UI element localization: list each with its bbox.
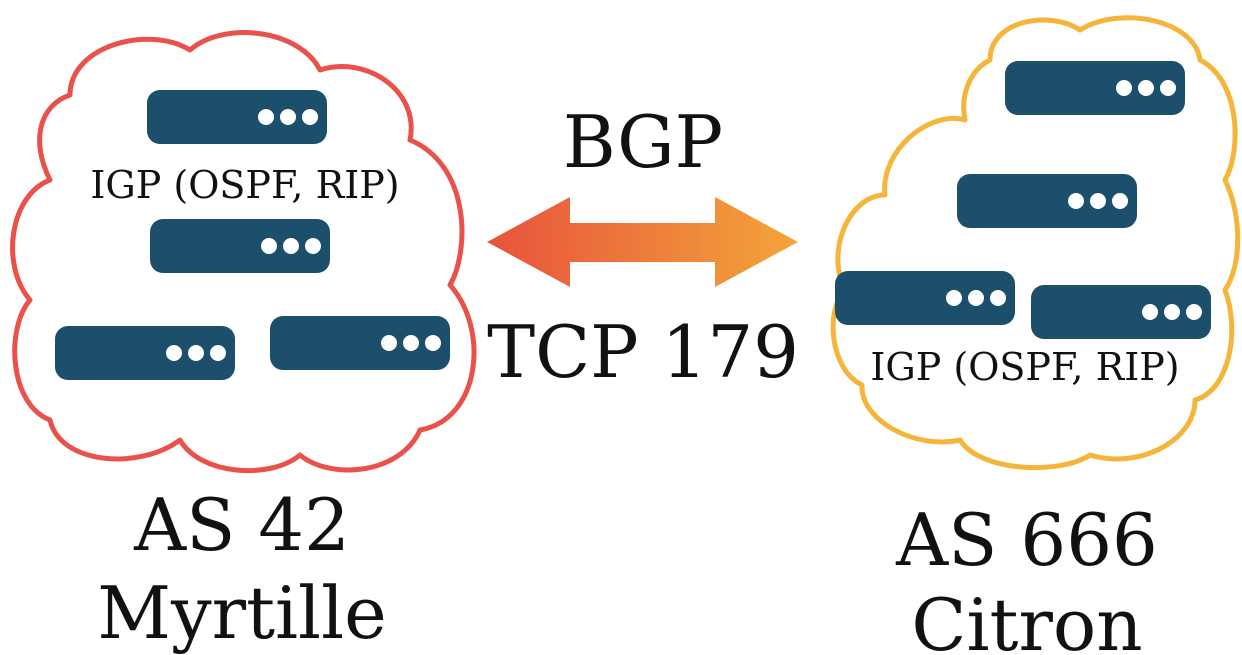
left-router-icon-4 [270, 316, 450, 370]
left-router-icon-3 [55, 326, 235, 380]
right-router-icon-4 [1031, 285, 1211, 339]
left-as-name: Myrtille [97, 571, 386, 655]
left-router-icon-1 [147, 90, 327, 144]
right-as-cloud-icon [830, 15, 1241, 471]
right-router-icon-2 [957, 174, 1137, 228]
left-as-number: AS 42 [133, 483, 350, 567]
left-igp-label: IGP (OSPF, RIP) [90, 163, 399, 207]
right-router-icon-3 [835, 271, 1015, 325]
double-arrow-icon [487, 197, 798, 287]
right-as-name: Citron [911, 583, 1142, 655]
transport-label: TCP 179 [487, 310, 799, 394]
right-igp-label: IGP (OSPF, RIP) [870, 345, 1179, 389]
protocol-label: BGP [563, 100, 723, 184]
left-router-icon-2 [150, 219, 330, 273]
right-as-number: AS 666 [895, 498, 1158, 582]
right-router-icon-1 [1005, 61, 1185, 115]
